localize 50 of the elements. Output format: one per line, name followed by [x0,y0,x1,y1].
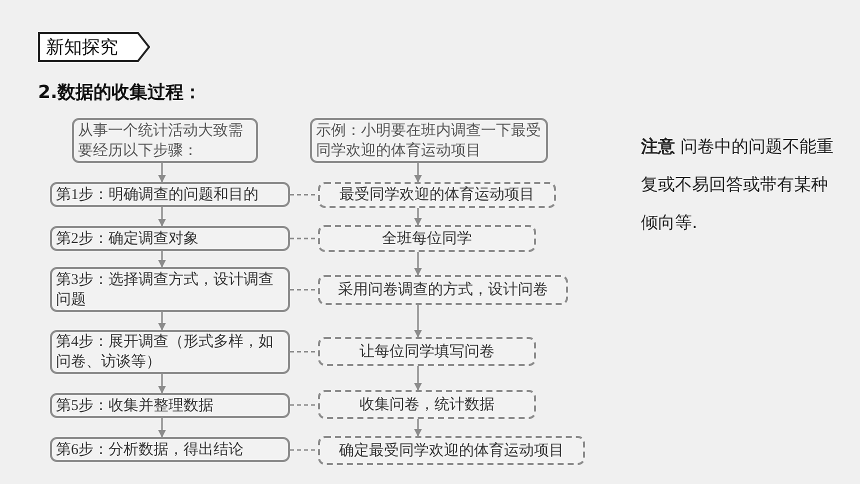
arrow [414,305,422,338]
arrow [414,208,422,226]
step-box [50,182,290,207]
example-text: 全班每位同学 [382,230,472,248]
arrow [158,207,166,227]
arrow [158,374,166,394]
example-box [318,337,536,366]
step-text: 第3步：选择调查方式，设计调查问题 [56,270,274,310]
step-text: 第2步：确定调查对象 [56,229,198,248]
step-box [50,330,290,374]
title: 2.数据的收集过程： [38,81,202,104]
arrow [414,419,422,437]
example-text: 确定最受同学欢迎的体育运动项目 [339,441,564,460]
step-text: 第5步：收集并整理数据 [56,396,214,416]
arrow [414,163,422,183]
tag-text: 新知探究 [46,37,118,57]
arrow [158,312,166,331]
intro-text: 示例：小明要在班内调查一下最受同学欢迎的体育运动项目 [316,122,542,160]
intro-text: 从事一个统计活动大致需要经历以下步骤： [78,122,244,160]
dashed-connector [290,238,318,240]
step-box [50,393,290,418]
step-box [50,226,290,251]
arrow [158,163,166,183]
section-tag [38,32,150,62]
dashed-connector [290,404,318,406]
dashed-connector [290,449,318,451]
step-text: 第1步：明确调查的问题和目的 [56,186,258,204]
example-box [318,275,568,305]
step-text: 第4步：展开调查（形式多样，如问卷、访谈等） [56,332,274,372]
example-box [318,225,536,252]
arrow [414,252,422,276]
arrow [158,251,166,268]
dashed-connector [290,194,318,196]
arrow [414,366,422,391]
example-text: 让每位同学填写问卷 [360,342,494,362]
example-text: 采用问卷调查的方式，设计问卷 [338,280,548,300]
example-text: 收集问卷，统计数据 [360,396,494,414]
intro-box [310,118,548,163]
dashed-connector [290,288,318,291]
arrow [158,418,166,438]
example-box [318,436,585,465]
example-box [318,390,536,419]
dashed-connector [290,350,318,353]
example-box [318,182,556,208]
step-box [50,267,290,312]
note-text: 注意 问卷中的问题不能重复或不易回答或带有某种倾向等. [641,136,834,235]
step-text: 第6步：分析数据，得出结论 [56,440,244,460]
step-box [50,437,290,462]
example-text: 最受同学欢迎的体育运动项目 [340,185,534,205]
intro-box [72,118,258,163]
